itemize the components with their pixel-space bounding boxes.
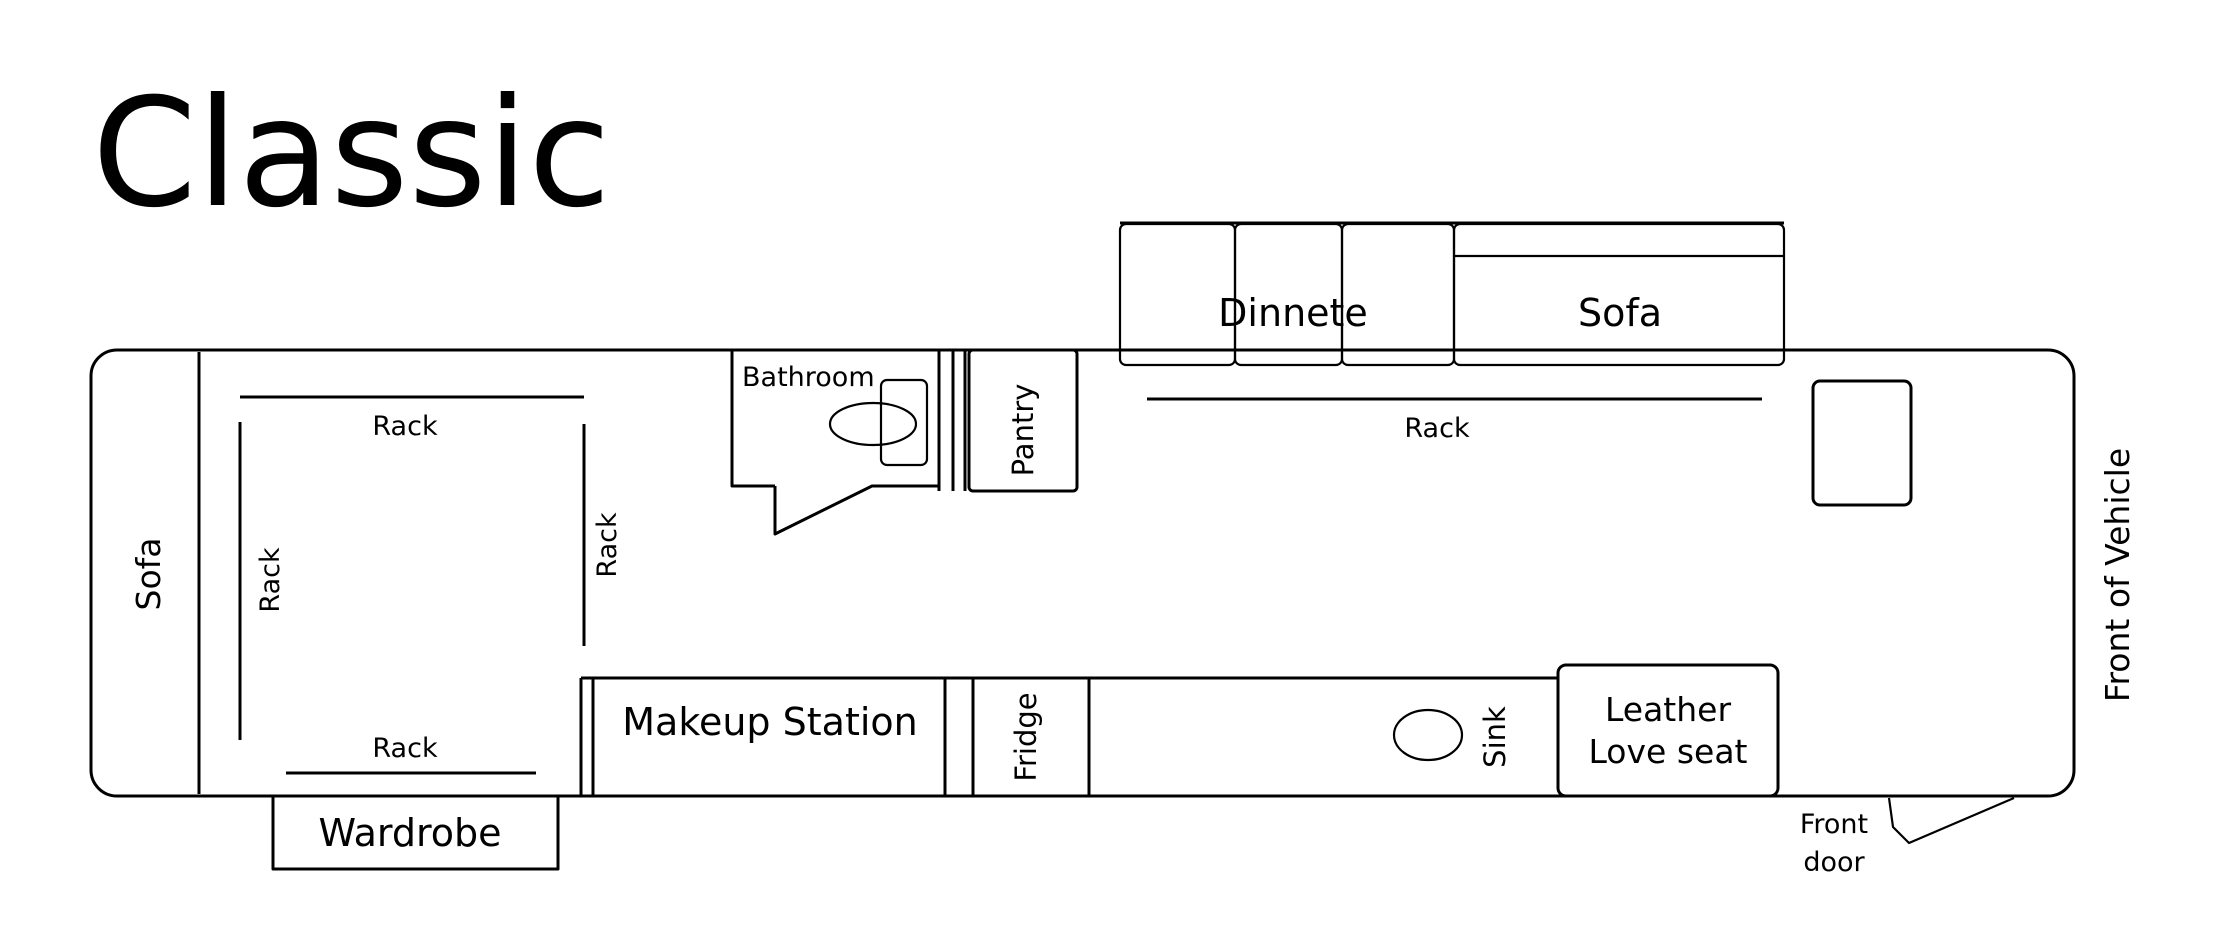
front-door-label-line1: Front bbox=[1800, 809, 1868, 840]
leather-label-line1: Leather bbox=[1605, 690, 1731, 729]
dinnete-label: Dinnete bbox=[1218, 291, 1368, 335]
bathroom-wall bbox=[730, 350, 775, 488]
rack-right-label: Rack bbox=[1404, 413, 1470, 444]
fridge-label: Fridge bbox=[1009, 692, 1043, 781]
front-door-label-line2: door bbox=[1803, 847, 1865, 878]
rack-bottom-left-label: Rack bbox=[372, 733, 438, 764]
front-sofa-label: Sofa bbox=[1578, 291, 1662, 335]
rear-sofa-label: Sofa bbox=[129, 538, 168, 611]
front-cabinet bbox=[1811, 379, 1913, 507]
front-of-vehicle-label: Front of Vehicle bbox=[2098, 448, 2137, 702]
sink-basin bbox=[1392, 708, 1464, 762]
rack-middle-label: Rack bbox=[592, 512, 623, 578]
wardrobe-label: Wardrobe bbox=[318, 811, 501, 855]
front-door-swing bbox=[1887, 796, 2015, 845]
leather-label-line2: Love seat bbox=[1589, 732, 1748, 771]
makeup-station-label: Makeup Station bbox=[622, 700, 917, 744]
pantry-label: Pantry bbox=[1006, 384, 1040, 477]
toilet-bowl bbox=[828, 401, 918, 447]
pantry bbox=[967, 348, 1079, 493]
wardrobe bbox=[271, 797, 560, 871]
sink-label: Sink bbox=[1478, 706, 1512, 768]
bathroom-label: Bathroom bbox=[742, 362, 875, 393]
rack-left-label: Rack bbox=[255, 547, 286, 613]
bathroom-door bbox=[773, 484, 939, 536]
plan-title: Classic bbox=[92, 67, 611, 241]
rack-top-left-label: Rack bbox=[372, 411, 438, 442]
vehicle-outline bbox=[89, 348, 2076, 798]
front-sofa bbox=[1452, 222, 1786, 367]
toilet-tank bbox=[879, 378, 929, 467]
leather-love-seat bbox=[1556, 663, 1780, 798]
